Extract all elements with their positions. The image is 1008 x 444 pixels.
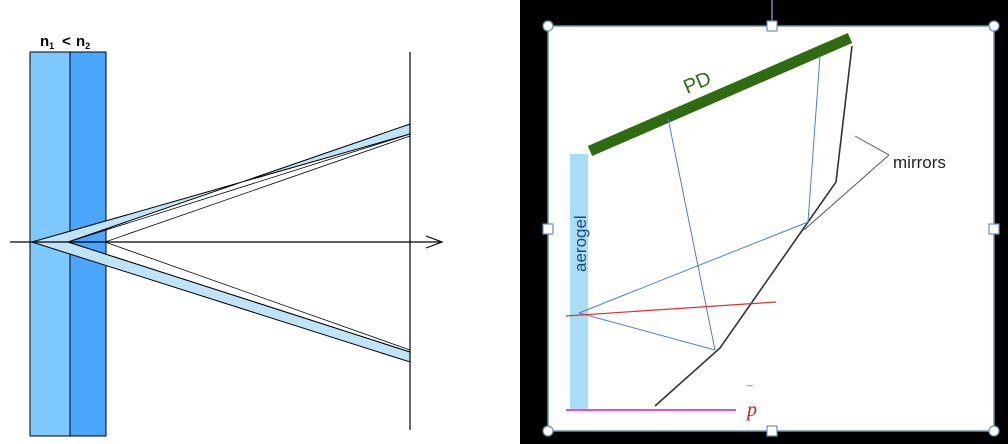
resize-handle-bottom-right[interactable] <box>988 425 1000 437</box>
photon-ray-2 <box>578 312 716 351</box>
resize-handle-right[interactable] <box>988 223 1000 235</box>
mirrors-callout-upper <box>854 135 890 156</box>
index-n1-label: n1 <box>40 33 54 51</box>
particle-label-accent: ‾ <box>746 384 753 402</box>
cone-lower-edge-2 <box>104 241 411 351</box>
resize-handle-bottom[interactable] <box>766 425 778 437</box>
aerogel-radiator <box>570 154 588 410</box>
cone-upper-edge-1 <box>67 133 411 243</box>
resize-handle-bottom-left[interactable] <box>542 425 554 437</box>
resize-handle-top-left[interactable] <box>542 20 554 32</box>
radiator-layer-2 <box>69 51 107 437</box>
resize-handle-top-right[interactable] <box>988 20 1000 32</box>
photon-ray-1-reflected <box>807 55 821 223</box>
particle-label: p <box>745 399 757 421</box>
photon-ray-2-reflected <box>667 117 716 351</box>
resize-handle-left[interactable] <box>542 223 554 235</box>
right-panel-background <box>548 26 994 431</box>
resize-handle-top[interactable] <box>766 20 778 32</box>
axis-arrow-icon <box>425 235 444 249</box>
mirrors-callout-lower <box>803 154 890 231</box>
index-n2-label: n2 <box>76 33 90 51</box>
mirrors-label: mirrors <box>893 153 946 172</box>
cone-lower-edge-1 <box>67 241 411 353</box>
particle-track <box>565 301 777 317</box>
index-less-than: < <box>62 33 71 50</box>
cone-upper-edge-2 <box>104 135 411 243</box>
photon-ray-1 <box>578 221 809 314</box>
photodetector-bar <box>587 32 853 157</box>
aerogel-label: aerogel <box>571 215 590 272</box>
